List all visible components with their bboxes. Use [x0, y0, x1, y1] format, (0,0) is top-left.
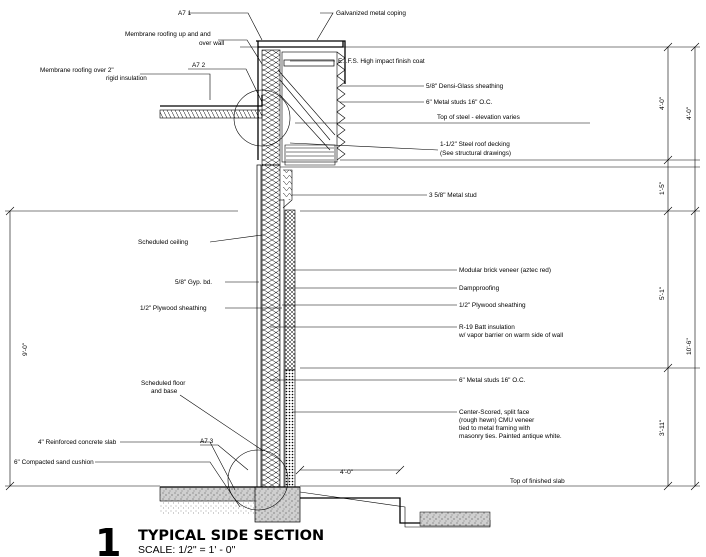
label-cmu-4: masonry ties. Painted antique white.	[459, 433, 562, 440]
label-metal-stud: 3 5/8" Metal stud	[429, 192, 477, 199]
dimension-labels: 9'-0" 4'-0" 4'-0" 1'-5" 5'-1" 10'-6" 3'-…	[22, 96, 693, 476]
roof-assembly	[159, 95, 263, 119]
label-dampproofing: Dampproofing	[459, 285, 500, 292]
label-membrane-rigid-1: Membrane roofing over 2"	[40, 67, 114, 74]
dim-overall: 10'-6"	[686, 338, 693, 355]
label-plywood-right: 1/2" Plywood sheathing	[459, 302, 526, 309]
label-plywood-left: 1/2" Plywood sheathing	[140, 305, 207, 312]
dim-lower: 3'-11"	[659, 419, 666, 436]
dim-footing: 4'-0"	[340, 469, 354, 476]
gyp-board	[256, 164, 262, 488]
label-decking-2: (See structural drawings)	[440, 150, 511, 157]
label-cmu-1: Center-Scored, split face	[459, 409, 530, 416]
dim-upper: 5'-1"	[659, 286, 666, 300]
dim-band: 1'-5"	[659, 181, 666, 195]
parapet-studs	[281, 51, 338, 163]
label-decking-1: 1-1/2" Steel roof decking	[440, 141, 510, 148]
steel-beam	[283, 59, 335, 67]
roof-deck-bracing	[277, 69, 336, 151]
label-membrane-rigid-2: rigid insulation	[106, 75, 147, 82]
brick-veneer	[284, 209, 296, 371]
label-floor-1: Scheduled floor	[141, 380, 186, 387]
parapet-edge-lines	[240, 46, 700, 168]
label-finished-slab: Top of finished slab	[510, 478, 565, 485]
dimension-lines	[5, 42, 700, 491]
callout-a7-3: A7 3	[200, 438, 214, 445]
plywood-sheathing	[279, 199, 285, 488]
cmu-veneer	[284, 369, 296, 488]
label-membrane-up-1: Membrane roofing up and and	[125, 31, 211, 38]
detail-callouts	[227, 89, 291, 511]
label-coping: Galvanized metal coping	[336, 10, 406, 17]
callout-a7-2: A7 2	[192, 62, 206, 69]
label-insulation-1: R-19 Batt insulation	[459, 324, 515, 331]
parapet	[240, 40, 700, 168]
batt-insulation	[261, 164, 281, 488]
label-gyp-board: 5/8" Gyp. bd.	[175, 279, 212, 286]
label-top-of-steel: Top of steel - elevation varies	[437, 114, 520, 121]
title-block: 1 TYPICAL SIDE SECTION SCALE: 1/2" = 1' …	[95, 521, 324, 557]
label-scheduled-ceiling: Scheduled ceiling	[138, 239, 189, 246]
deck-hatch	[286, 147, 334, 161]
walk-slab	[419, 511, 491, 527]
title-scale: SCALE: 1/2" = 1' - 0"	[138, 544, 236, 556]
roof-deck	[284, 144, 336, 166]
label-insulation-2: w/ vapor barrier on warm side of wall	[458, 332, 563, 339]
label-membrane-up-2: over wall	[199, 40, 224, 47]
foundation	[159, 486, 491, 528]
label-studs-top: 6" Metal studs 16" O.C.	[426, 99, 493, 106]
wall-section	[256, 164, 296, 488]
label-brick: Modular brick veneer (aztec red)	[459, 267, 551, 274]
label-cmu-2: (rough hewn) CMU veneer	[459, 417, 535, 424]
label-studs-low: 6" Metal studs 16" O.C.	[459, 377, 526, 384]
callout-circle-1	[233, 89, 291, 147]
callout-circle-2	[227, 449, 289, 511]
label-densglass: 5/8" Densi-Glass sheathing	[426, 83, 504, 90]
title-name: TYPICAL SIDE SECTION	[138, 528, 324, 544]
callout-a7-1: A7 1	[178, 10, 192, 17]
sand-cushion	[160, 501, 260, 515]
callout-labels: A7 1 A7 2 A7 3	[178, 10, 214, 445]
dim-parapet-b: 4'-0"	[686, 106, 693, 120]
label-floor-2: and base	[151, 388, 178, 395]
left-labels: Membrane roofing up and and over wall Me…	[14, 31, 224, 466]
label-eifs: E.I.F.S. High impact finish coat	[338, 58, 425, 65]
leader-lines	[95, 12, 457, 508]
label-concrete-slab: 4" Reinforced concrete slab	[38, 439, 117, 446]
parapet-insulation	[261, 49, 281, 166]
reference-lines	[5, 122, 700, 487]
eifs-finish	[336, 51, 346, 161]
dim-parapet-a: 4'-0"	[659, 96, 666, 110]
right-labels: Galvanized metal coping E.I.F.S. High im…	[336, 10, 565, 485]
footing	[254, 486, 301, 523]
title-number: 1	[95, 521, 121, 557]
label-sand-cushion: 6" Compacted sand cushion	[14, 459, 94, 466]
label-cmu-3: tied to metal framing with	[459, 425, 530, 432]
concrete-slab	[159, 486, 261, 502]
dim-left-height: 9'-0"	[22, 342, 29, 356]
